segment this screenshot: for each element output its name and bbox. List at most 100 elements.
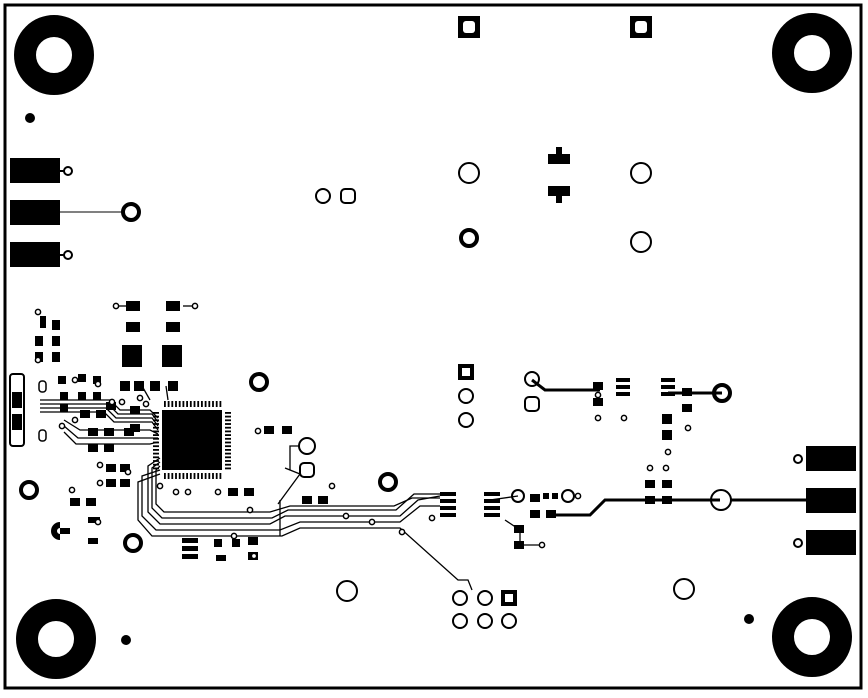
via-icon <box>662 464 670 472</box>
via-icon <box>156 482 164 490</box>
through-hole-pad-icon <box>459 228 479 248</box>
via-icon <box>328 482 336 490</box>
qfp-pin <box>153 437 159 440</box>
via-icon <box>793 538 803 548</box>
via-icon <box>793 454 803 464</box>
via-icon <box>124 468 132 476</box>
through-hole-pad-icon <box>501 613 517 629</box>
via-icon <box>594 414 602 422</box>
fiducial-icon <box>25 113 35 123</box>
via-icon <box>368 518 376 526</box>
smd-pad-icon <box>130 406 140 414</box>
through-hole-pad-icon <box>452 613 468 629</box>
qfp-pin <box>153 445 159 448</box>
qfp-pin <box>167 473 170 479</box>
through-hole-pad-icon <box>123 533 143 553</box>
smd-pad-icon <box>124 428 134 436</box>
smd-pad-icon <box>88 428 98 436</box>
via-icon <box>398 528 406 536</box>
smd-pad-icon <box>168 381 178 391</box>
qfp-pin <box>193 473 196 479</box>
smd-pad-icon <box>244 488 254 496</box>
smd-pad-icon <box>228 488 238 496</box>
qfp-pin <box>225 423 231 425</box>
qfp-pin <box>225 419 231 422</box>
through-hole-pad-icon <box>336 580 358 602</box>
smd-pad-icon <box>86 498 96 506</box>
qfp-pin <box>189 473 192 479</box>
through-hole-pad-icon <box>19 480 39 500</box>
through-hole-pad-icon <box>315 188 331 204</box>
mounting-hole-icon <box>14 15 94 95</box>
via-icon <box>63 250 73 260</box>
qfp-pin <box>197 401 200 407</box>
via-icon <box>58 422 66 430</box>
smd-pad-icon <box>40 322 46 328</box>
smd-pad-icon <box>60 528 70 534</box>
qfp-pin <box>197 473 200 479</box>
qfp-pin <box>182 473 185 479</box>
via-icon <box>620 414 628 422</box>
qfp-pin <box>225 434 231 436</box>
top-square-pads <box>458 16 652 38</box>
qfp-pin <box>178 473 181 479</box>
edge-connector-pad-icon <box>806 488 856 513</box>
through-hole-pad-icon <box>452 590 468 606</box>
via-icon <box>63 166 73 176</box>
smd-pad-icon <box>216 555 226 561</box>
mounting-hole-icon <box>772 13 852 93</box>
edge-connector-pad-icon <box>10 200 60 225</box>
through-hole-pad-icon <box>299 462 315 478</box>
left-small-connector <box>9 373 47 447</box>
via-icon <box>214 488 222 496</box>
qfp-pin <box>204 401 207 407</box>
traces <box>40 305 806 591</box>
via-icon <box>250 552 258 560</box>
smd-pad-icon <box>120 464 130 472</box>
through-hole-pad-icon <box>477 613 493 629</box>
qfp-pin <box>182 401 185 407</box>
qfp-pin <box>189 401 192 407</box>
qfp-pin <box>171 473 174 479</box>
smd-pad-icon <box>150 381 160 391</box>
right-side-components <box>514 378 692 549</box>
smd-pad-icon <box>52 320 60 330</box>
qfp-pin <box>171 401 174 407</box>
qfp-pin <box>201 401 203 407</box>
through-hole-pad-icon <box>458 388 474 404</box>
via-icon <box>172 488 180 496</box>
smd-pad-icon <box>88 444 98 452</box>
smd-pad-icon <box>282 426 292 434</box>
qfp-pin <box>225 456 231 459</box>
edge-connector-pad-icon <box>806 446 856 471</box>
smd-pad-icon <box>166 301 180 311</box>
via-icon <box>71 376 79 384</box>
smd-pad-icon <box>134 381 144 391</box>
qfp-pin <box>153 456 159 459</box>
qfp-pin <box>153 449 159 451</box>
qfp-pin <box>153 412 159 414</box>
via-icon <box>96 479 104 487</box>
through-hole-pad-icon <box>561 489 575 503</box>
qfp-pin <box>175 401 177 407</box>
via-icon <box>254 427 262 435</box>
polarized-pad-icon <box>51 522 60 540</box>
through-hole-pads <box>19 162 732 629</box>
qfp-pin <box>167 401 170 407</box>
qfp-pin <box>225 441 231 444</box>
smd-pad-icon <box>248 537 258 545</box>
smd-pad-icon <box>126 322 140 332</box>
board-outline <box>3 3 863 690</box>
smd-pad-icon <box>78 392 86 400</box>
qfp-pin <box>153 467 159 470</box>
qfp-pin <box>225 437 231 440</box>
qfp-ic-footprint-icon <box>153 401 231 479</box>
through-hole-pad-icon <box>630 162 652 184</box>
via-icon <box>94 518 102 526</box>
via-icon <box>94 380 102 388</box>
edge-connector-pad-icon <box>806 530 856 555</box>
edge-connector-pad-icon <box>10 242 60 267</box>
smd-pad-icon <box>93 392 101 400</box>
via-icon <box>684 424 692 432</box>
